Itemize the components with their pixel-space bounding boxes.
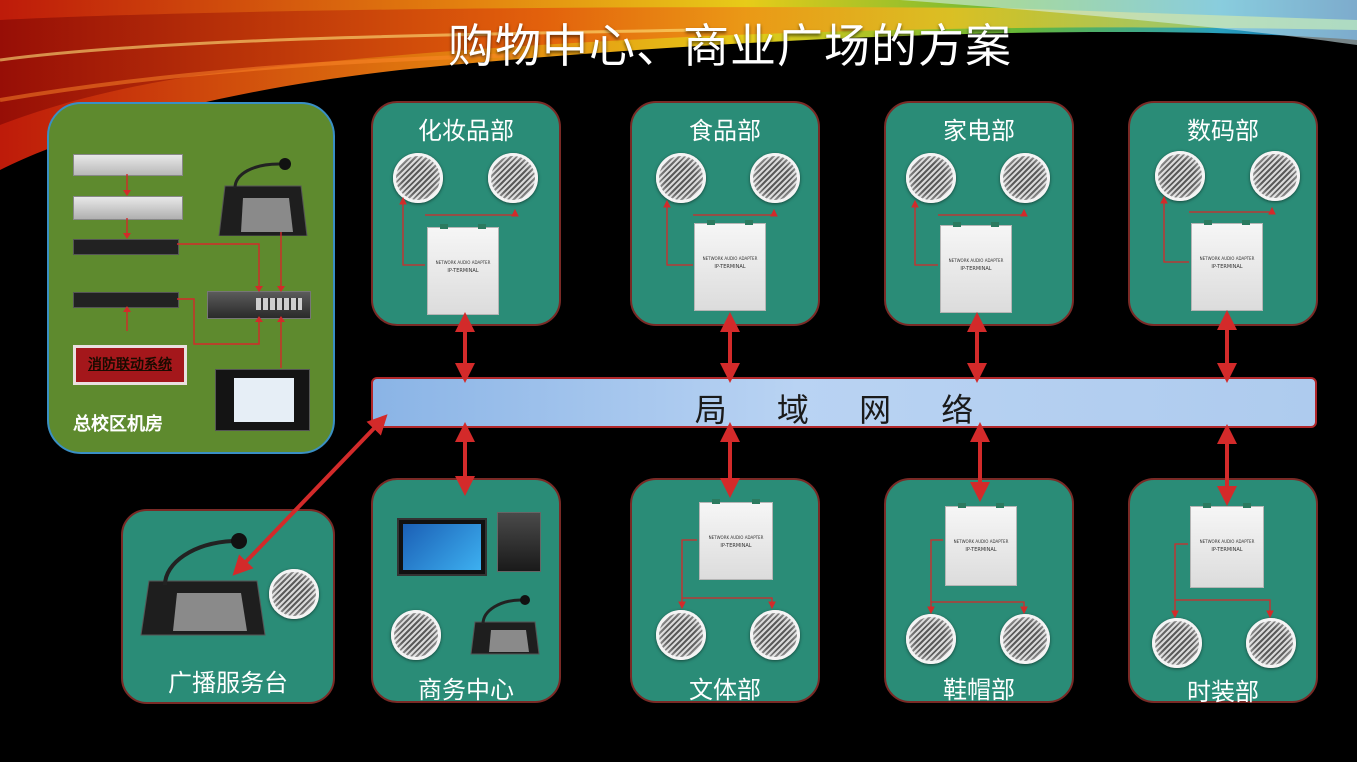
department-label: 时装部	[1187, 678, 1259, 706]
ip-terminal-device: NETWORK AUDIO ADAPTER IP-TERMINAL	[945, 503, 1017, 586]
department-panel-food: 食品部 NETWORK AUDIO ADAPTER IP-TERMINAL	[630, 101, 820, 326]
speaker-icon	[391, 610, 441, 660]
monitor-icon	[397, 518, 487, 576]
ip-terminal-device: NETWORK AUDIO ADAPTER IP-TERMINAL	[1191, 220, 1263, 311]
speaker-icon	[1155, 151, 1205, 201]
speaker-icon	[1000, 153, 1050, 203]
microphone-console-icon	[470, 595, 540, 655]
speaker-icon	[750, 153, 800, 203]
machine-room-panel: 消防联动系统 总校区机房	[47, 102, 335, 454]
speaker-icon	[1246, 618, 1296, 668]
department-label: 化妆品部	[418, 117, 514, 145]
pc-tower-icon	[497, 512, 541, 572]
page-title: 购物中心、商业广场的方案	[448, 19, 1012, 73]
department-label: 文体部	[689, 676, 761, 704]
banner-graphic	[0, 0, 1357, 170]
ip-terminal-device: NETWORK AUDIO ADAPTER IP-TERMINAL	[427, 224, 499, 315]
department-label: 广播服务台	[168, 669, 288, 697]
controller-device	[73, 239, 179, 255]
lan-bar: 局 域 网 络	[371, 377, 1317, 429]
ip-terminal-device: NETWORK AUDIO ADAPTER IP-TERMINAL	[699, 499, 773, 580]
department-label: 家电部	[943, 117, 1015, 145]
network-switch	[207, 291, 311, 319]
speaker-icon	[1152, 618, 1202, 668]
amplifier-device	[73, 196, 183, 220]
player-device	[73, 154, 183, 176]
fire-linkage-system: 消防联动系统	[73, 345, 187, 385]
department-panel-shoes-hats: NETWORK AUDIO ADAPTER IP-TERMINAL 鞋帽部	[884, 478, 1074, 704]
speaker-icon	[750, 610, 800, 660]
machine-room-wiring	[123, 174, 285, 368]
machine-room-label: 总校区机房	[73, 414, 163, 435]
department-panel-appliances: 家电部 NETWORK AUDIO ADAPTER IP-TERMINAL	[884, 101, 1074, 326]
speaker-icon	[656, 610, 706, 660]
speaker-icon	[488, 153, 538, 203]
speaker-icon	[1250, 151, 1300, 201]
speaker-icon	[906, 614, 956, 664]
speaker-icon	[906, 153, 956, 203]
ip-terminal-device: NETWORK AUDIO ADAPTER IP-TERMINAL	[694, 220, 766, 311]
department-panel-fashion: NETWORK AUDIO ADAPTER IP-TERMINAL 时装部	[1128, 478, 1318, 706]
department-panel-digital: 数码部 NETWORK AUDIO ADAPTER IP-TERMINAL	[1128, 101, 1318, 326]
speaker-icon	[656, 153, 706, 203]
speaker-icon	[1000, 614, 1050, 664]
department-panel-sports: NETWORK AUDIO ADAPTER IP-TERMINAL 文体部	[630, 478, 820, 704]
microphone-console-icon	[218, 158, 308, 236]
lan-label: 局 域 网 络	[694, 391, 994, 429]
department-label: 数码部	[1187, 117, 1259, 145]
speaker-icon	[393, 153, 443, 203]
ip-terminal-device: NETWORK AUDIO ADAPTER IP-TERMINAL	[1190, 503, 1264, 588]
business-center-panel: 商务中心	[371, 478, 561, 704]
department-label: 商务中心	[418, 676, 514, 704]
microphone-console-icon	[140, 533, 266, 636]
ip-terminal-device: NETWORK AUDIO ADAPTER IP-TERMINAL	[940, 222, 1012, 313]
department-label: 食品部	[689, 117, 761, 145]
department-label: 鞋帽部	[943, 676, 1015, 704]
speaker-icon	[269, 569, 319, 619]
